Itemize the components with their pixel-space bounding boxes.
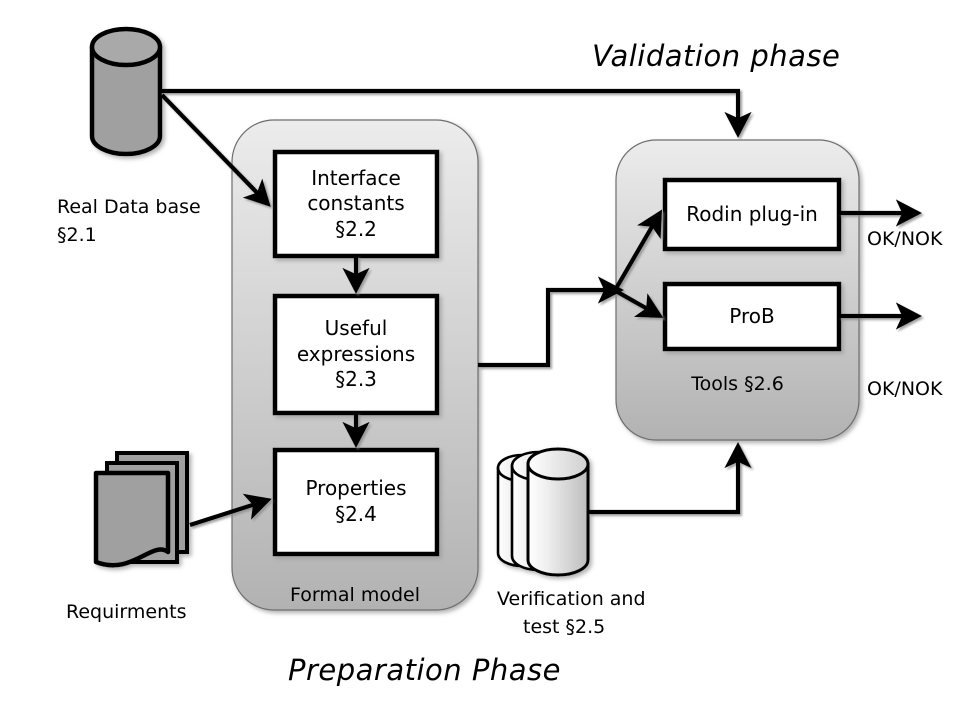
box-rodin-plugin	[662, 177, 842, 252]
connectors	[160, 88, 923, 527]
output-label-prob: OK/NOK	[867, 378, 943, 400]
box-label-properties[interactable]: Properties §2.4	[305, 476, 407, 526]
verification-caption-line1: Verification and	[497, 588, 646, 610]
box-properties	[272, 447, 440, 557]
box-label-rodin-plugin[interactable]: Rodin plug-in	[686, 201, 818, 226]
preparation-phase-title: Preparation Phase	[288, 653, 561, 687]
arrow-branch-to-rodin	[612, 209, 663, 294]
real-database-caption-line2: §2.1	[57, 224, 97, 246]
database-stack-icon	[496, 447, 590, 577]
box-label-prob[interactable]: ProB	[729, 303, 775, 328]
documents-stack-icon	[93, 451, 189, 568]
output-label-rodin: OK/NOK	[867, 228, 943, 250]
validation-phase-title: Validation phase	[592, 39, 841, 73]
arrow-requirements-to-properties	[189, 493, 272, 527]
arrow-branch-to-prob	[612, 288, 664, 318]
box-label-interface-constants[interactable]: Interface constants §2.2	[307, 165, 405, 241]
arrow-db-to-interface	[160, 93, 271, 207]
box-label-useful-expressions[interactable]: Useful expressions §2.3	[296, 316, 416, 392]
formal-model-label: Formal model	[290, 584, 420, 606]
requirements-caption: Requirments	[66, 601, 187, 623]
arrow-db-to-tools	[160, 88, 752, 139]
verification-caption-line2: test §2.5	[523, 616, 606, 638]
arrow-verification-to-tools	[588, 441, 752, 515]
real-database-caption-line1: Real Data base	[57, 196, 201, 218]
tools-label: Tools §2.6	[691, 373, 784, 395]
arrow-model-to-tools	[478, 276, 625, 368]
tools-boxes	[662, 177, 842, 352]
database-cylinder-icon	[89, 26, 163, 157]
